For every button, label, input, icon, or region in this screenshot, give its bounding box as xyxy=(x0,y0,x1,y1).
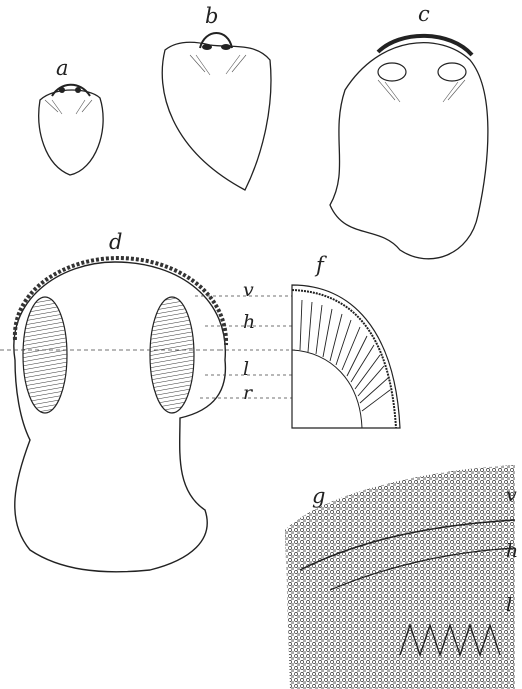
figure-label-g: g xyxy=(312,486,325,507)
figure-c-embryo xyxy=(330,36,488,259)
figure-label-f: f xyxy=(316,255,324,276)
figure-b-embryo xyxy=(162,33,271,190)
layer-label-v: v xyxy=(243,281,254,300)
detail-label-h: h xyxy=(506,542,518,561)
figure-label-b: b xyxy=(205,6,218,27)
figure-label-c: c xyxy=(418,4,430,25)
figure-label-a: a xyxy=(56,58,69,79)
detail-label-l: l xyxy=(506,596,512,615)
detail-label-v: v xyxy=(506,486,517,505)
figure-a-embryo xyxy=(39,85,103,175)
figure-f-detail xyxy=(292,285,400,428)
figure-label-d: d xyxy=(109,232,122,253)
figure-d-section xyxy=(0,258,226,572)
layer-label-h: h xyxy=(243,313,255,332)
layer-label-l: l xyxy=(243,360,249,379)
layer-label-r: r xyxy=(243,384,252,403)
